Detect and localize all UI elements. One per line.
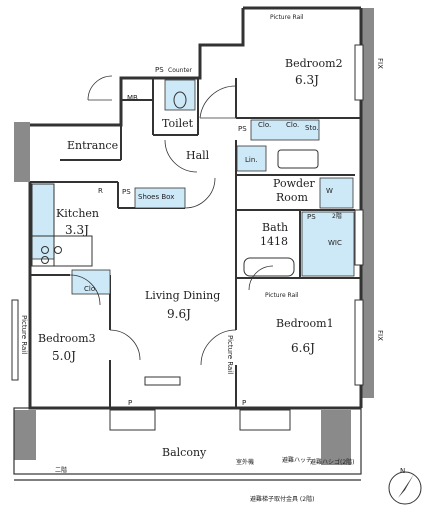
vanity-sink bbox=[277, 149, 319, 169]
living-window-sill bbox=[144, 376, 181, 386]
picture-rail-bedroom1: Picture Rail bbox=[265, 292, 299, 299]
ps-label-bath: PS bbox=[307, 213, 316, 221]
ps-label-hall: PS bbox=[238, 125, 247, 133]
ps-label-kitchen: PS bbox=[122, 188, 131, 196]
balcony-door-p-right: P bbox=[242, 399, 247, 407]
windows bbox=[11, 44, 364, 431]
toilet-label: Toilet bbox=[162, 117, 194, 130]
compass-icon bbox=[388, 471, 422, 505]
living-dining-name: Living Dining bbox=[145, 289, 221, 302]
outdoor-unit-label: 室外機 bbox=[236, 459, 255, 466]
compass-north-label: N bbox=[400, 467, 406, 475]
interior-walls bbox=[30, 78, 361, 408]
bedroom1-name: Bedroom1 bbox=[276, 317, 334, 330]
bedroom3-size: 5.0J bbox=[52, 349, 76, 363]
closet-label-1: Clo. bbox=[258, 121, 272, 129]
bedroom3-name: Bedroom3 bbox=[38, 332, 96, 345]
kitchen-counter bbox=[31, 183, 93, 267]
door-swings bbox=[69, 75, 274, 366]
balcony-column-left bbox=[14, 410, 36, 460]
picture-rail-bedroom3: Picture Rail bbox=[20, 315, 28, 355]
hall-label: Hall bbox=[186, 149, 210, 162]
bedroom1-size: 6.6J bbox=[291, 341, 315, 355]
bedroom2-size: 6.3J bbox=[295, 73, 319, 87]
bathtub bbox=[243, 257, 295, 277]
fix-label-top: FIX bbox=[376, 58, 384, 69]
balcony-outline bbox=[13, 407, 362, 481]
wic-label: WIC bbox=[328, 239, 342, 247]
structural-column-left bbox=[14, 122, 30, 182]
balcony-column-right bbox=[321, 410, 351, 465]
closet-label-2: Clo. bbox=[286, 121, 300, 129]
entrance-label: Entrance bbox=[67, 139, 119, 152]
balcony-label: Balcony bbox=[162, 446, 207, 459]
bedroom2-name: Bedroom2 bbox=[285, 57, 343, 70]
wet-areas bbox=[31, 79, 355, 295]
fix-label-bottom: FIX bbox=[376, 330, 384, 341]
powder-room-name-1: Powder bbox=[273, 177, 315, 190]
balcony-door-p-left: P bbox=[128, 399, 133, 407]
counter-label: Counter bbox=[168, 67, 192, 74]
linen-label: Lin. bbox=[245, 156, 258, 164]
hatch-note-label: 避難ハシゴ(2階) bbox=[310, 459, 355, 466]
ps-label-toilet: PS bbox=[155, 66, 164, 74]
floor2-label: 2階 bbox=[332, 213, 342, 220]
toilet-bowl bbox=[173, 91, 187, 109]
living-dining-size: 9.6J bbox=[167, 307, 191, 321]
ladder-note: 避難梯子取付金具 (2階) bbox=[250, 496, 315, 503]
powder-room-name-2: Room bbox=[276, 191, 308, 204]
structural-column-right bbox=[361, 8, 374, 398]
washer-label: W bbox=[326, 187, 333, 195]
bath-name: Bath bbox=[262, 221, 289, 234]
second-floor-note: 二階 bbox=[55, 467, 68, 474]
picture-rail-top: Picture Rail bbox=[270, 14, 304, 21]
shoes-box-label: Shoes Box bbox=[138, 193, 175, 201]
refrigerator-label: R bbox=[98, 187, 103, 195]
bath-size: 1418 bbox=[260, 235, 288, 248]
hatch-label: 避難ハッチ bbox=[282, 457, 313, 464]
mb-label: MB bbox=[127, 94, 138, 102]
picture-rail-living: Picture Rail bbox=[226, 335, 234, 375]
kitchen-size: 3.3J bbox=[65, 223, 89, 237]
closet-label-bedroom3: Clo. bbox=[84, 285, 98, 293]
kitchen-name: Kitchen bbox=[56, 207, 99, 220]
storage-label: Sto. bbox=[305, 124, 319, 132]
